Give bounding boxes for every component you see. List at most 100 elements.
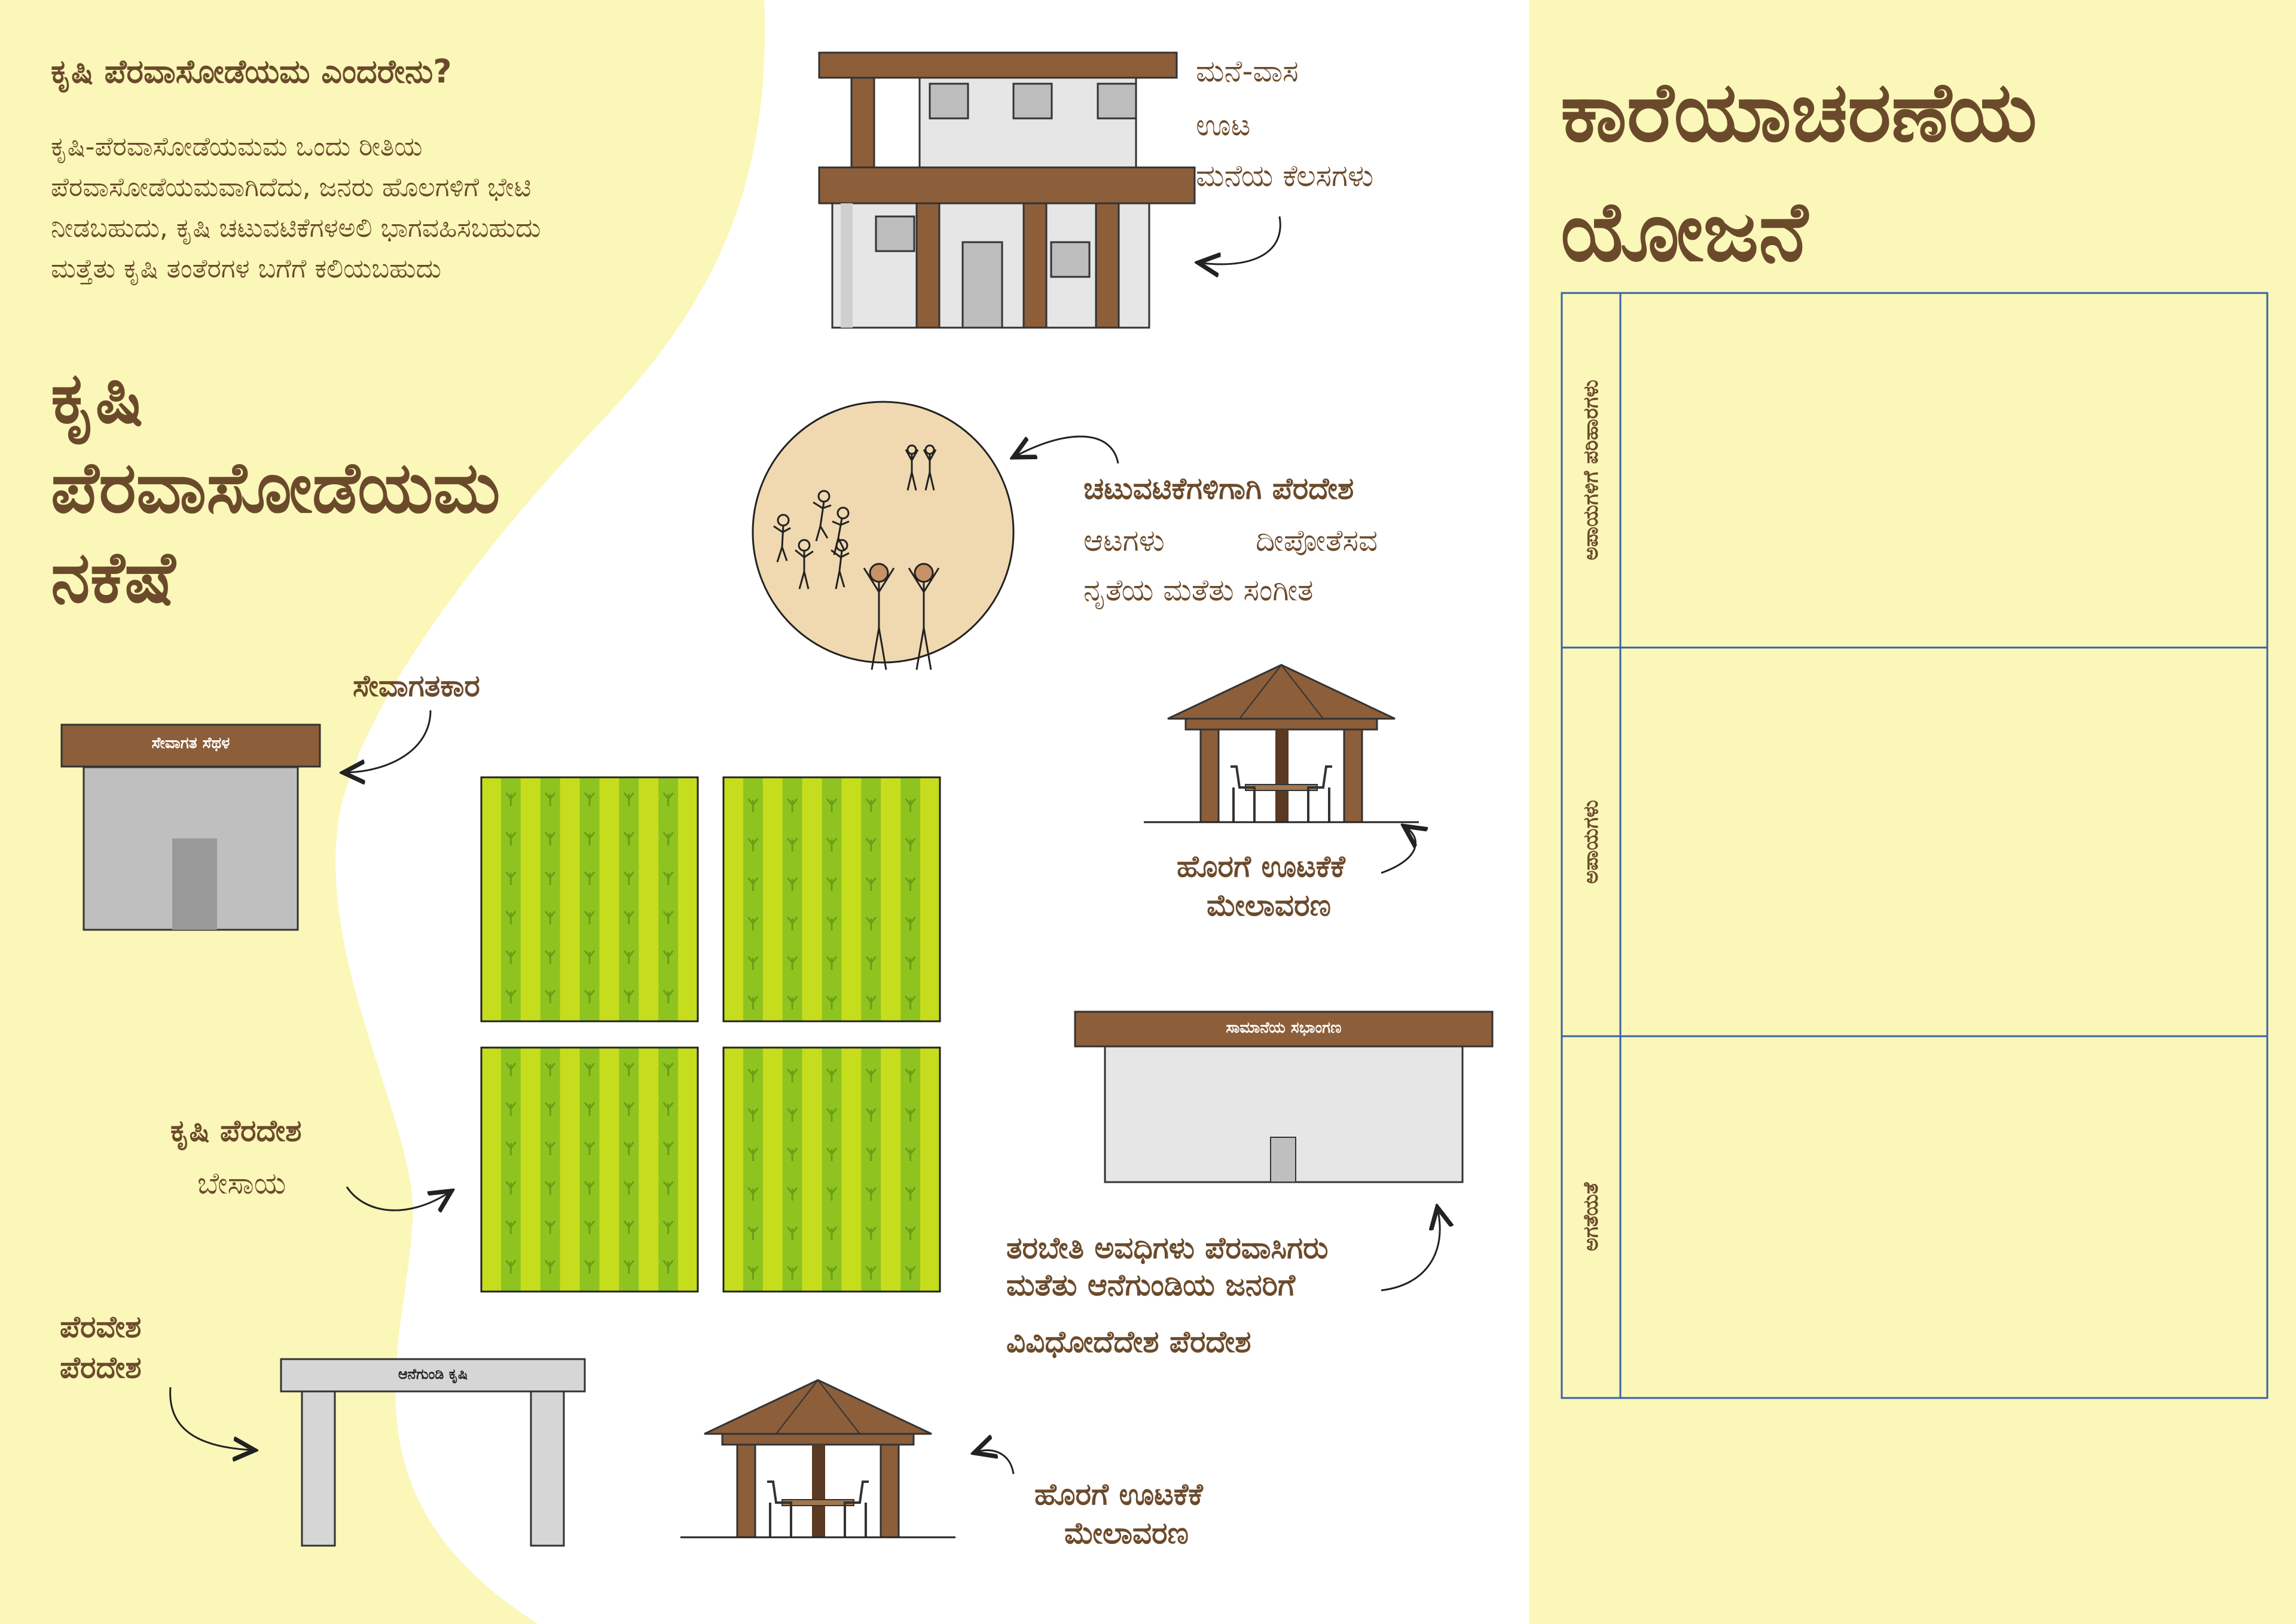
hall-line-3: ವಿವಿಧೋದೆದೇಶ ಪೆರದೇಶ	[1006, 1324, 1251, 1359]
field-stripe	[743, 777, 764, 1021]
field-plot-border	[722, 1046, 941, 1293]
plan-row-label-need: ಅಗತೆಯತೆ	[1579, 1182, 1603, 1251]
field-stripe	[599, 777, 619, 1021]
activities-festival: ದೀಪೋತೆಸವ	[1256, 523, 1378, 558]
farm-cultivation-label: ಬೇಸಾಯ	[197, 1166, 286, 1201]
intro-line: ಪೆರವಾಸೋಡೆಯಮವಾಗಿದೆದು, ಜನರು ಹೊಲಗಳಿಗೆ ಭೇಟಿ	[51, 172, 532, 203]
field-stripe	[822, 1048, 842, 1292]
dining-1-line-2: ಮೇಲಾವರಣ	[1207, 888, 1331, 923]
house-label-1: ಮನೆ-ವಾಸ	[1196, 54, 1299, 88]
field-stripe	[802, 777, 823, 1021]
field-stripe	[678, 1048, 698, 1292]
plan-cell-solutions[interactable]	[1622, 294, 2266, 646]
house-label-2: ಊಟ	[1196, 108, 1251, 142]
field-stripe	[782, 1048, 803, 1292]
field-stripe	[900, 777, 921, 1021]
field-plot-border	[722, 776, 941, 1022]
field-stripe	[920, 777, 941, 1021]
field-stripe	[822, 777, 842, 1021]
activities-games: ಆಟಗಳು	[1083, 523, 1165, 558]
field-stripe	[861, 1048, 881, 1292]
plan-row-label-risks: ಅಪಾಯಗಳು	[1579, 799, 1603, 884]
field-stripe	[881, 777, 901, 1021]
activities-title: ಚಟುವಟಿಕೆಗಳಿಗಾಗಿ ಪೆರದೇಶ	[1083, 471, 1354, 506]
hall-sign: ಸಾಮಾನೆಯ ಸಭಾಂಗಣ	[1226, 1019, 1342, 1037]
field-stripe	[560, 777, 581, 1021]
field-stripe	[639, 777, 659, 1021]
intro-body: ಕೃಷಿ-ಪೆರವಾಸೋಡೆಯಮಮ ಒಂದು ರೀತಿಯ ಪೆರವಾಸೋಡೆಯಮ…	[51, 127, 768, 289]
intro-title: ಕೃಷಿ ಪೆರವಾಸೋಡೆಯಮ ಎಂದರೇನು?	[51, 53, 452, 90]
field-stripe	[723, 1048, 744, 1292]
map-title-line: ಕೃಷಿ	[51, 356, 144, 439]
plan-title-line: ಯೋಜನೆ	[1561, 184, 1808, 280]
intro-line: ಕೃಷಿ-ಪೆರವಾಸೋಡೆಯಮಮ ಒಂದು ರೀತಿಯ	[51, 132, 423, 162]
field-stripe	[560, 1048, 581, 1292]
field-stripe	[658, 777, 679, 1021]
entrance-line-2: ಪೆರದೇಶ	[60, 1350, 142, 1385]
community-hall-illustration	[1074, 1011, 1494, 1183]
map-title-line: ನಕೆಷೆ	[51, 536, 176, 618]
field-stripe	[920, 1048, 941, 1292]
field-stripe	[802, 1048, 823, 1292]
field-stripe	[540, 777, 561, 1021]
field-plot-border	[480, 776, 699, 1022]
field-stripe	[900, 1048, 921, 1292]
field-stripe	[500, 777, 521, 1021]
hall-line-1: ತರಬೇತಿ ಅವಧಿಗಳು ಪೆರವಾಸಿಗರು	[1006, 1231, 1329, 1265]
dining-2-line-1: ಹೊರಗೆ ಊಟಕೆಕೆ	[1034, 1477, 1203, 1512]
map-title-line: ಪೆರವಾಸೋಡೆಯಮ	[51, 446, 500, 529]
field-stripe	[619, 777, 639, 1021]
field-stripe	[841, 1048, 862, 1292]
field-stripe	[678, 777, 698, 1021]
field-stripe	[782, 777, 803, 1021]
plan-title: ಕಾರೆಯಾಚರಣೆಯ ಯೋಜನೆ	[1561, 53, 2248, 292]
field-stripe	[500, 1048, 521, 1292]
field-plot-border	[480, 1046, 699, 1293]
field-stripe	[743, 1048, 764, 1292]
activities-dance: ನೃತೆಯ ಮತೆತು ಸಂಗೀತ	[1083, 573, 1314, 608]
field-stripe	[658, 1048, 679, 1292]
field-stripe	[619, 1048, 639, 1292]
reception-building-illustration	[60, 724, 321, 931]
plan-title-line: ಕಾರೆಯಾಚರಣೆಯ	[1561, 64, 2037, 160]
field-stripe	[481, 777, 502, 1021]
plan-cell-risks[interactable]	[1622, 649, 2266, 1035]
plan-cell-need[interactable]	[1622, 1037, 2266, 1397]
intro-line: ಮತ್ತೆತು ಕೃಷಿ ತಂತೆರಗಳ ಬಗೆಗೆ ಕಲಿಯಬಹುದು	[51, 254, 442, 284]
field-stripe	[762, 777, 783, 1021]
house-label-3: ಮನೆಯ ಕೆಲಸಗಳು	[1196, 158, 1374, 193]
field-stripe	[599, 1048, 619, 1292]
entrance-gate-illustration	[280, 1358, 586, 1547]
field-stripe	[861, 777, 881, 1021]
plan-panel	[1529, 0, 2296, 1624]
reception-label: ಸೇವಾಗತಕಾರ	[353, 668, 480, 703]
field-stripe	[520, 777, 541, 1021]
field-stripe	[540, 1048, 561, 1292]
field-stripe	[723, 777, 744, 1021]
plan-row-label-solutions: ಅಪಾಯಗಳಿಗೆ ಪರಿಹಾರಗಳು	[1579, 379, 1603, 561]
dining-2-line-2: ಮೇಲಾವರಣ	[1064, 1516, 1189, 1550]
field-stripe	[762, 1048, 783, 1292]
left-cream-region	[0, 0, 765, 1624]
plan-table	[1561, 292, 2268, 1399]
farm-area-label: ಕೃಷಿ ಪೆರದೇಶ	[170, 1113, 302, 1148]
farm-fields-illustration	[480, 776, 941, 1293]
map-title: ಕೃಷಿ ಪೆರವಾಸೋಡೆಯಮ ನಕೆಷೆ	[51, 353, 768, 622]
gate-sign: ಆನೆಗುಂಡಿ ಕೃಷಿ	[398, 1366, 468, 1382]
hall-line-2: ಮತೆತು ಆನೆಗುಂಡಿಯ ಜನರಿಗೆ	[1006, 1268, 1296, 1302]
field-stripe	[579, 777, 600, 1021]
intro-line: ನೀಡಬಹುದು, ಕೃಷಿ ಚಟುವಟಿಕೆಗಳಅಲಿ ಭಾಗವಹಿಸಬಹುದ…	[51, 213, 541, 243]
gazebo-illustration-1	[1143, 664, 1420, 823]
field-stripe	[520, 1048, 541, 1292]
reception-sign: ಸೇವಾಗತ ಸೆಥಳ	[151, 734, 230, 752]
dining-1-line-1: ಹೊರಗೆ ಊಟಕೆಕೆ	[1177, 849, 1345, 884]
field-stripe	[841, 777, 862, 1021]
entrance-line-1: ಪೆರವೇಶ	[60, 1309, 142, 1344]
field-stripe	[639, 1048, 659, 1292]
activities-circle-illustration	[752, 401, 1015, 670]
farm-house-illustration	[818, 51, 1196, 329]
gazebo-illustration-2	[679, 1379, 957, 1538]
field-stripe	[579, 1048, 600, 1292]
field-stripe	[881, 1048, 901, 1292]
